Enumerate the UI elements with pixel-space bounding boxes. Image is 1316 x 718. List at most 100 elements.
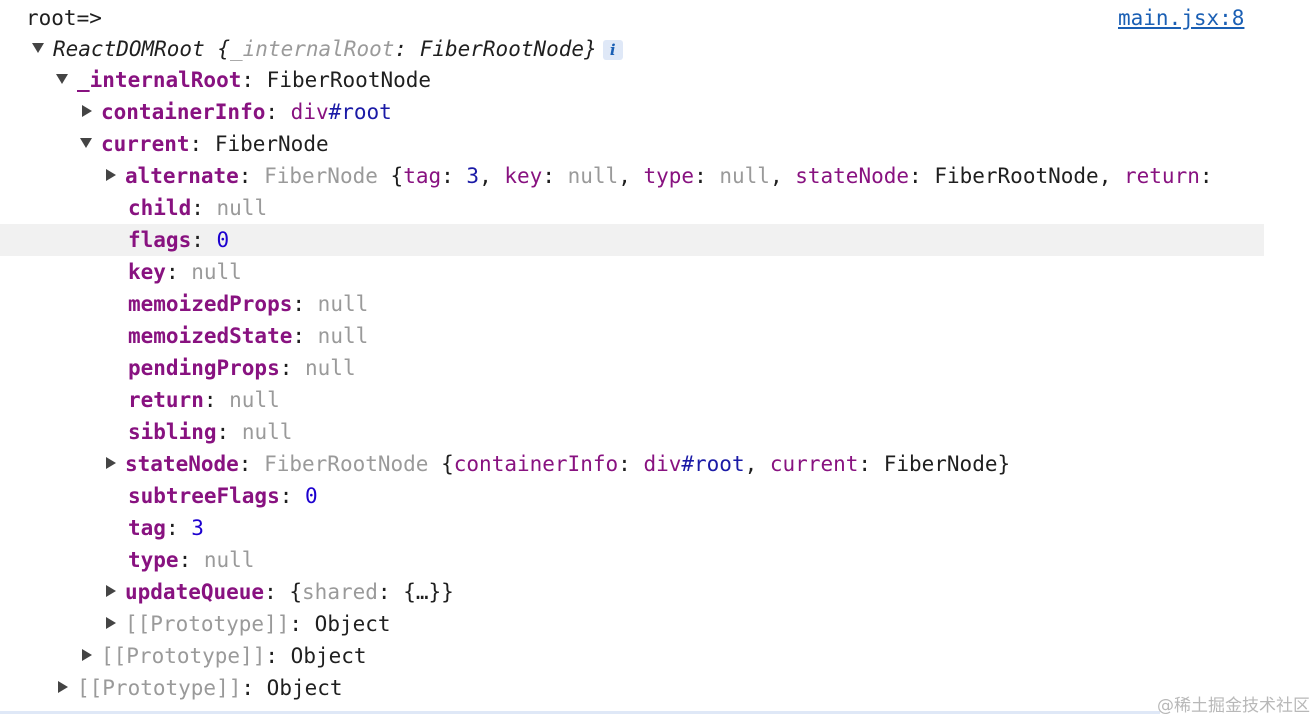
preview-key: shared	[302, 580, 378, 604]
property-key: type	[128, 548, 179, 572]
prototype-key: [[Prototype]]	[101, 644, 266, 668]
property-key: pendingProps	[128, 356, 280, 380]
property-key: key	[128, 260, 166, 284]
preview-key: return	[1124, 164, 1200, 188]
property-key: updateQueue	[125, 580, 265, 604]
state-node-type: FiberRootNode	[264, 452, 429, 476]
tree-row-prototype-current[interactable]: [[Prototype]]: Object	[106, 608, 391, 640]
root-brace-close: }	[584, 37, 597, 61]
prototype-value: Object	[290, 644, 367, 668]
property-value: null	[317, 292, 369, 316]
prototype-value: Object	[266, 676, 343, 700]
property-value: FiberRootNode	[266, 68, 432, 92]
tree-row-current[interactable]: current: FiberNode	[80, 128, 329, 160]
tree-row-flags-highlighted[interactable]: flags: 0	[0, 224, 1264, 256]
property-key: alternate	[125, 164, 239, 188]
tree-row-update-queue[interactable]: updateQueue: {shared: {…}}	[106, 576, 454, 608]
root-brace-open: {	[204, 37, 231, 61]
tree-row-child[interactable]: child: null	[128, 196, 268, 220]
expand-arrow-right-icon[interactable]	[106, 169, 116, 181]
tree-row-alternate[interactable]: alternate: FiberNode {tag: 3, key: null,…	[106, 160, 1213, 192]
property-key: subtreeFlags	[128, 484, 280, 508]
root-preview-value: FiberRootNode	[419, 37, 585, 61]
tree-row-tag[interactable]: tag: 3	[128, 516, 204, 540]
expand-arrow-right-icon[interactable]	[82, 649, 92, 661]
dom-tag: div	[643, 452, 682, 476]
expand-arrow-down-icon[interactable]	[80, 138, 92, 148]
preview-key: type	[643, 164, 695, 188]
preview-value: FiberRootNode	[934, 164, 1099, 188]
preview-brace-open: {	[289, 580, 303, 604]
property-value: null	[203, 548, 255, 572]
tree-row-pending-props[interactable]: pendingProps: null	[128, 356, 356, 380]
property-key: stateNode	[125, 452, 239, 476]
preview-value: {…}	[403, 580, 442, 604]
console-divider	[0, 711, 1160, 714]
prototype-value: Object	[314, 612, 391, 636]
property-value: null	[305, 356, 356, 380]
property-key: flags	[128, 228, 192, 252]
expand-arrow-right-icon[interactable]	[106, 617, 116, 629]
tree-row-internal-root[interactable]: _internalRoot: FiberRootNode	[56, 64, 431, 96]
dom-id: #root	[681, 452, 745, 476]
preview-brace-open: {	[428, 452, 454, 476]
preview-brace-close: }	[441, 580, 454, 604]
property-key: sibling	[128, 420, 217, 444]
preview-value: null	[567, 164, 619, 188]
expand-arrow-right-icon[interactable]	[106, 585, 116, 597]
tree-row-state-node[interactable]: stateNode: FiberRootNode {containerInfo:…	[106, 448, 1010, 480]
info-icon[interactable]: i	[602, 40, 623, 60]
expand-arrow-right-icon[interactable]	[58, 681, 68, 693]
expand-arrow-right-icon[interactable]	[106, 457, 116, 469]
property-key: tag	[128, 516, 166, 540]
property-value: 0	[216, 228, 230, 252]
tree-row-return[interactable]: return: null	[128, 388, 280, 412]
preview-key: current	[769, 452, 859, 476]
property-value: null	[241, 420, 293, 444]
preview-brace-close: }	[997, 452, 1011, 476]
tree-row-sibling[interactable]: sibling: null	[128, 420, 293, 444]
property-key: memoizedState	[128, 324, 293, 348]
root-preview-key: _internalRoot	[230, 37, 395, 61]
alternate-type: FiberNode	[264, 164, 378, 188]
tree-row-react-dom-root[interactable]: ReactDOMRoot {_internalRoot: FiberRootNo…	[32, 33, 623, 65]
preview-key: key	[504, 164, 543, 188]
property-key: _internalRoot	[77, 68, 242, 92]
tree-row-memoized-props[interactable]: memoizedProps: null	[128, 292, 369, 316]
tree-row-subtree-flags[interactable]: subtreeFlags: 0	[128, 484, 318, 508]
property-value: 0	[305, 484, 318, 508]
expand-arrow-down-icon[interactable]	[56, 74, 68, 84]
prototype-key: [[Prototype]]	[125, 612, 290, 636]
property-key: child	[128, 196, 192, 220]
property-key: current	[101, 132, 190, 156]
tree-row-prototype-internal-root[interactable]: [[Prototype]]: Object	[82, 640, 367, 672]
tree-row-memoized-state[interactable]: memoizedState: null	[128, 324, 369, 348]
preview-value: FiberNode	[883, 452, 998, 476]
preview-brace-open: {	[377, 164, 404, 188]
property-value: FiberNode	[214, 132, 329, 156]
watermark: @稀土掘金技术社区	[1157, 696, 1310, 716]
property-key: containerInfo	[101, 100, 266, 124]
preview-value: null	[719, 164, 770, 188]
log-label-text: root=>	[26, 6, 102, 30]
preview-key: tag	[403, 164, 442, 188]
dom-id: #root	[328, 100, 392, 124]
source-link[interactable]: main.jsx:8	[1118, 6, 1245, 30]
property-value: null	[216, 196, 268, 220]
preview-key: stateNode	[795, 164, 910, 188]
property-value: null	[229, 388, 280, 412]
preview-key: containerInfo	[453, 452, 619, 476]
property-key: memoizedProps	[128, 292, 293, 316]
preview-value: 3	[466, 164, 480, 188]
root-preview-sep: :	[394, 37, 420, 61]
expand-arrow-right-icon[interactable]	[82, 105, 92, 117]
tree-row-key[interactable]: key: null	[128, 260, 242, 284]
expand-arrow-down-icon[interactable]	[32, 43, 44, 53]
preview-trailing: :	[1199, 164, 1213, 188]
tree-row-prototype-root[interactable]: [[Prototype]]: Object	[58, 672, 343, 704]
property-value: null	[191, 260, 242, 284]
property-key: return	[128, 388, 204, 412]
tree-row-type[interactable]: type: null	[128, 548, 255, 572]
dom-tag: div	[290, 100, 329, 124]
tree-row-container-info[interactable]: containerInfo: div#root	[82, 96, 392, 128]
